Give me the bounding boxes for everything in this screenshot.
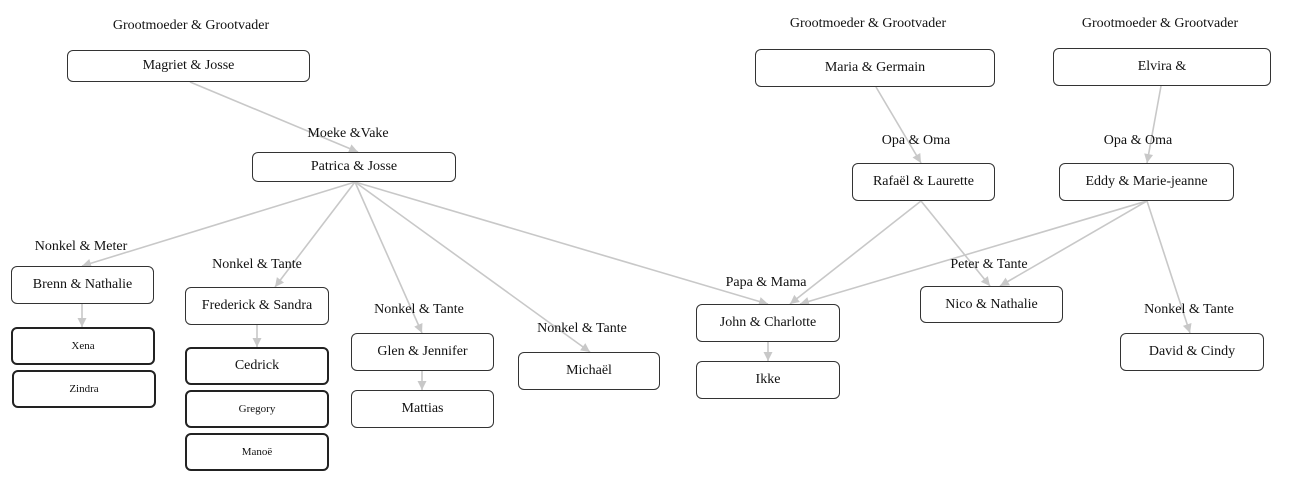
node-magriet-josse: Magriet & Josse — [67, 50, 310, 82]
node-nico-nathalie: Nico & Nathalie — [920, 286, 1063, 323]
edge-patrica-to-john — [354, 181, 769, 305]
arrowhead-elvira-to-eddy — [1144, 153, 1154, 163]
label-grootmoeder-grootvader-3: Grootmoeder & Grootvader — [1081, 16, 1239, 31]
label-nonkel-tante-3: Nonkel & Tante — [537, 321, 627, 336]
arrowhead-maria-to-rafael — [912, 152, 921, 163]
node-mattias: Mattias — [351, 390, 494, 428]
label-nonkel-tante-2: Nonkel & Tante — [374, 302, 464, 317]
arrowhead-eddy-to-david — [1182, 323, 1192, 333]
edge-rafael-to-nico — [920, 200, 991, 287]
node-ikke: Ikke — [696, 361, 840, 399]
edge-patrica-to-frederick — [274, 181, 356, 288]
node-eddy-marie-jeanne: Eddy & Marie-jeanne — [1059, 163, 1234, 201]
edge-patrica-to-glen — [354, 181, 423, 334]
arrowhead-brenn-to-xena — [77, 318, 87, 327]
edge-patrica-to-brenn — [81, 181, 356, 267]
arrowhead-eddy-to-nico — [1000, 277, 1011, 286]
arrowhead-eddy-to-john — [800, 297, 810, 306]
edge-eddy-to-nico — [999, 200, 1148, 287]
arrowhead-patrica-to-michael — [580, 343, 590, 352]
edge-maria-to-rafael — [875, 86, 922, 164]
arrowhead-patrica-to-glen — [414, 322, 423, 333]
label-nonkel-meter: Nonkel & Meter — [34, 239, 128, 254]
node-elvira: Elvira & — [1053, 48, 1271, 86]
node-xena: Xena — [11, 327, 155, 365]
node-gregory: Gregory — [185, 390, 329, 428]
edge-eddy-to-david — [1146, 200, 1191, 334]
arrowhead-patrica-to-frederick — [275, 277, 285, 287]
arrowhead-rafael-to-nico — [980, 276, 990, 286]
label-opa-oma-1: Opa & Oma — [881, 133, 951, 148]
arrowhead-frederick-to-cedrick — [252, 338, 262, 347]
edge-magriet-to-patrica — [189, 81, 359, 153]
arrowhead-rafael-to-john — [790, 294, 800, 304]
edge-elvira-to-eddy — [1146, 85, 1162, 164]
label-papa-mama: Papa & Mama — [725, 275, 807, 290]
node-frederick-sandra: Frederick & Sandra — [185, 287, 329, 325]
node-brenn-nathalie: Brenn & Nathalie — [11, 266, 154, 304]
node-maria-germain: Maria & Germain — [755, 49, 995, 87]
node-glen-jennifer: Glen & Jennifer — [351, 333, 494, 371]
node-john-charlotte: John & Charlotte — [696, 304, 840, 342]
node-cedrick: Cedrick — [185, 347, 329, 385]
arrowhead-patrica-to-brenn — [82, 259, 92, 268]
label-nonkel-tante-1: Nonkel & Tante — [212, 257, 302, 272]
label-grootmoeder-grootvader-2: Grootmoeder & Grootvader — [789, 16, 947, 31]
arrowhead-glen-to-mattias — [417, 381, 427, 390]
label-moeke-vake: Moeke &Vake — [307, 126, 389, 141]
arrowhead-john-to-ikke — [763, 352, 773, 361]
edge-eddy-to-john — [799, 200, 1148, 305]
edge-rafael-to-john — [789, 200, 922, 305]
node-michael: Michaël — [518, 352, 660, 390]
arrowhead-magriet-to-patrica — [347, 144, 358, 153]
label-nonkel-tante-4: Nonkel & Tante — [1144, 302, 1234, 317]
node-patrica-josse: Patrica & Josse — [252, 152, 456, 182]
edge-patrica-to-michael — [354, 181, 591, 353]
label-opa-oma-2: Opa & Oma — [1103, 133, 1173, 148]
node-david-cindy: David & Cindy — [1120, 333, 1264, 371]
node-rafael-laurette: Rafaël & Laurette — [852, 163, 995, 201]
node-zindra: Zindra — [12, 370, 156, 408]
label-grootmoeder-grootvader-1: Grootmoeder & Grootvader — [112, 18, 270, 33]
label-peter-tante: Peter & Tante — [950, 257, 1028, 272]
node-manoe: Manoë — [185, 433, 329, 471]
arrowhead-patrica-to-john — [758, 297, 768, 306]
